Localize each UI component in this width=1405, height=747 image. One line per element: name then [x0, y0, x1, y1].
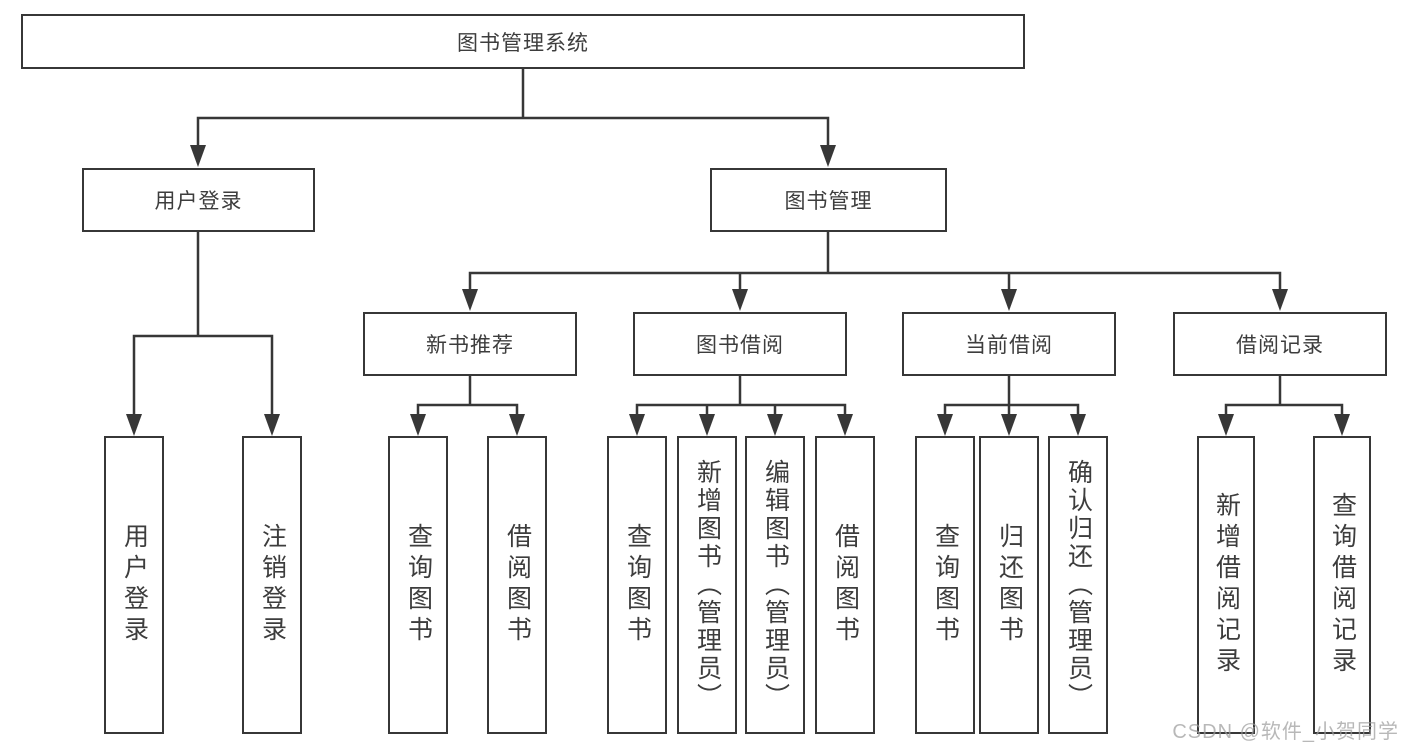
node-label: 新增借阅记录 [1212, 492, 1241, 678]
leaf-bb-edit-books-admin: 编辑图书（管理员） [745, 436, 805, 734]
node-book-management: 图书管理 [710, 168, 947, 232]
node-label: 查询图书 [931, 523, 960, 647]
node-label: 用户登录 [154, 190, 243, 213]
leaf-br-query-borrow-record: 查询借阅记录 [1313, 436, 1371, 734]
node-user-login: 用户登录 [82, 168, 315, 232]
leaf-bb-add-books-admin: 新增图书（管理员） [677, 436, 737, 734]
leaf-bb-query-books: 查询图书 [607, 436, 667, 734]
node-book-borrow: 图书借阅 [633, 312, 847, 376]
node-label: 注销登录 [258, 523, 287, 647]
node-borrow-records: 借阅记录 [1173, 312, 1387, 376]
leaf-logout-login: 注销登录 [242, 436, 302, 734]
node-new-book-recommend: 新书推荐 [363, 312, 577, 376]
node-label: 归还图书 [995, 523, 1024, 647]
node-label: 当前借阅 [965, 334, 1053, 357]
node-label: 查询图书 [404, 523, 433, 647]
node-label: 用户登录 [120, 523, 149, 647]
node-label: 查询图书 [623, 523, 652, 647]
arrowhead-icons [126, 145, 1350, 436]
leaf-user-login: 用户登录 [104, 436, 164, 734]
node-label: 借阅记录 [1236, 334, 1324, 357]
leaf-cb-confirm-return-admin: 确认归还（管理员） [1048, 436, 1108, 734]
node-label: 图书管理系统 [457, 31, 589, 55]
node-library-management-system: 图书管理系统 [21, 14, 1025, 69]
node-label: 图书管理 [784, 190, 873, 213]
node-label: 新增图书（管理员） [693, 459, 722, 711]
csdn-watermark: CSDN @软件_小贺同学 [1172, 721, 1399, 743]
node-label: 确认归还（管理员） [1064, 459, 1093, 711]
leaf-br-add-borrow-record: 新增借阅记录 [1197, 436, 1255, 734]
leaf-nbr-query-books: 查询图书 [388, 436, 448, 734]
node-label: 查询借阅记录 [1328, 492, 1357, 678]
leaf-cb-query-books: 查询图书 [915, 436, 975, 734]
leaf-bb-borrow-books: 借阅图书 [815, 436, 875, 734]
connector-paths [132, 69, 1344, 416]
node-current-borrow: 当前借阅 [902, 312, 1116, 376]
node-label: 借阅图书 [831, 523, 860, 647]
node-label: 借阅图书 [503, 523, 532, 647]
node-label: 编辑图书（管理员） [761, 459, 790, 711]
node-label: 图书借阅 [696, 334, 784, 357]
leaf-nbr-borrow-books: 借阅图书 [487, 436, 547, 734]
leaf-cb-return-books: 归还图书 [979, 436, 1039, 734]
node-label: 新书推荐 [426, 334, 514, 357]
